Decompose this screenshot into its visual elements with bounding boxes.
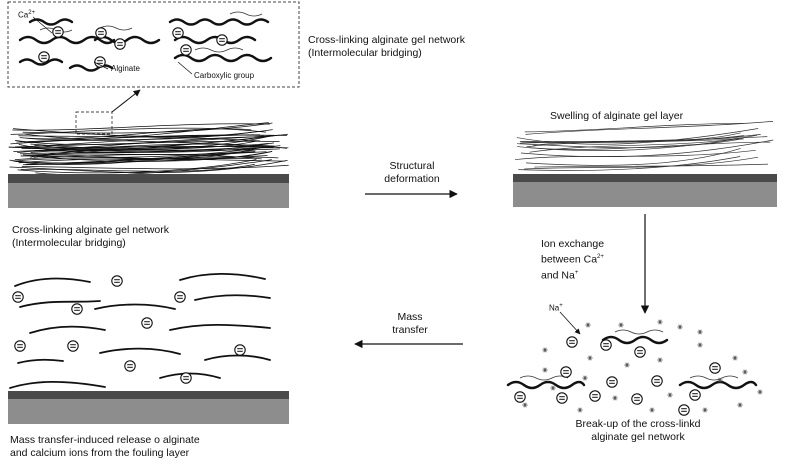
gel-strand [25, 122, 269, 141]
gel-strand [526, 134, 761, 148]
sodium-ion [736, 402, 744, 408]
inset-calcium-label: Ca2+ [18, 10, 36, 20]
inset-chains [18, 18, 273, 72]
gel-layer-swollen [514, 120, 774, 171]
gel-strand [32, 145, 275, 150]
sodium-ion [584, 322, 592, 328]
gel-strand [10, 127, 267, 135]
sodium-ion [701, 407, 709, 413]
gel-strand [528, 141, 771, 150]
inset-box [7, 1, 300, 88]
structural-deformation-label: Structural deformation [384, 160, 440, 185]
sodium-ion [756, 389, 764, 395]
sodium-ion [648, 407, 656, 413]
gel-strand [22, 122, 273, 134]
inset-pointer-lines [32, 16, 193, 75]
inset-title: Cross-linking alginate gel network (Inte… [308, 34, 465, 60]
gel-strand [27, 149, 257, 156]
gel-strand [18, 157, 254, 164]
gel-strand [520, 136, 768, 144]
sodium-ion [676, 324, 684, 330]
inset-thin-chains [39, 11, 263, 53]
gel-strand [516, 128, 759, 145]
sodium-ion [731, 355, 739, 361]
gel-strand [17, 147, 260, 153]
gel-layer-crosslinked [8, 122, 289, 176]
panel2-caption: Swelling of alginate gel layer [550, 110, 684, 122]
zoom-arrow [111, 89, 141, 113]
panel3-caption-line1: Break-up of the cross-linkd [575, 418, 701, 430]
sodium-ion [549, 385, 557, 391]
ion-exchange-label: Ion exchange between Ca2+ and Na+ [541, 238, 605, 281]
panel3-caption-line2: alginate gel network [591, 431, 685, 443]
mass-transfer-label: Mass transfer [392, 311, 428, 336]
gel-strand [37, 151, 273, 162]
sodium-label: Na+ [549, 303, 563, 313]
sodium-ion [541, 347, 549, 353]
inset-title-line1: Cross-linking alginate gel network [308, 34, 465, 46]
gel-strand [21, 164, 289, 170]
panel4-caption: Mass transfer-induced release o alginate… [10, 434, 200, 460]
broken-chains [506, 335, 758, 390]
gel-strand [19, 128, 252, 140]
sodium-ion [521, 402, 529, 408]
substrate-2-dark [513, 174, 777, 182]
released-chains [9, 272, 271, 389]
gel-strand [525, 120, 774, 135]
panel1-caption-line1: Cross-linking alginate gel network [12, 224, 169, 236]
sodium-ion [696, 329, 704, 335]
sodium-ion [623, 362, 631, 368]
gel-strand [524, 156, 759, 170]
sodium-ion [586, 355, 594, 361]
gel-strand [30, 143, 288, 153]
sodium-ion [666, 392, 674, 398]
sodium-ion [656, 357, 664, 363]
gel-strand [13, 136, 264, 152]
panel3-caption: Break-up of the cross-linkd alginate gel… [548, 418, 728, 444]
gel-strand [24, 129, 273, 141]
gel-strand [534, 163, 768, 168]
gel-strand [525, 148, 741, 166]
inset-title-line2: (Intermolecular bridging) [308, 47, 422, 59]
substrate-4 [8, 399, 289, 424]
substrate-1 [8, 183, 289, 208]
panel4-caption-line2: and calcium ions from the fouling layer [10, 447, 190, 459]
sodium-ion [576, 407, 584, 413]
sodium-ion [541, 367, 549, 373]
sodium-ion [611, 395, 619, 401]
sodium-ion [656, 319, 664, 325]
sodium-ion [696, 342, 704, 348]
inset-carboxylic-label: Carboxylic group [194, 71, 255, 80]
gel-strand [12, 123, 270, 131]
gel-strand [8, 145, 289, 149]
gel-strand [524, 123, 744, 133]
substrate-1-dark [8, 174, 289, 183]
panel1-caption: Cross-linking alginate gel network (Inte… [12, 224, 169, 250]
broken-thin-chains [519, 329, 739, 381]
sodium-ion [581, 375, 589, 381]
panel1-caption-line2: (Intermolecular bridging) [12, 237, 126, 249]
sodium-pointer [559, 311, 581, 335]
sodium-ion [617, 322, 625, 328]
gel-strand [34, 133, 288, 152]
gel-strand [25, 151, 256, 165]
sodium-ion [741, 369, 749, 375]
substrate-4-dark [8, 391, 289, 399]
gel-strand [18, 135, 260, 142]
panel4-caption-line1: Mass transfer-induced release o alginate [10, 434, 200, 446]
substrate-2 [513, 182, 777, 207]
gel-strand [21, 155, 286, 162]
gel-strand [518, 156, 741, 171]
inset-alginate-label: Alginate [111, 64, 140, 73]
gel-strand [17, 159, 257, 174]
